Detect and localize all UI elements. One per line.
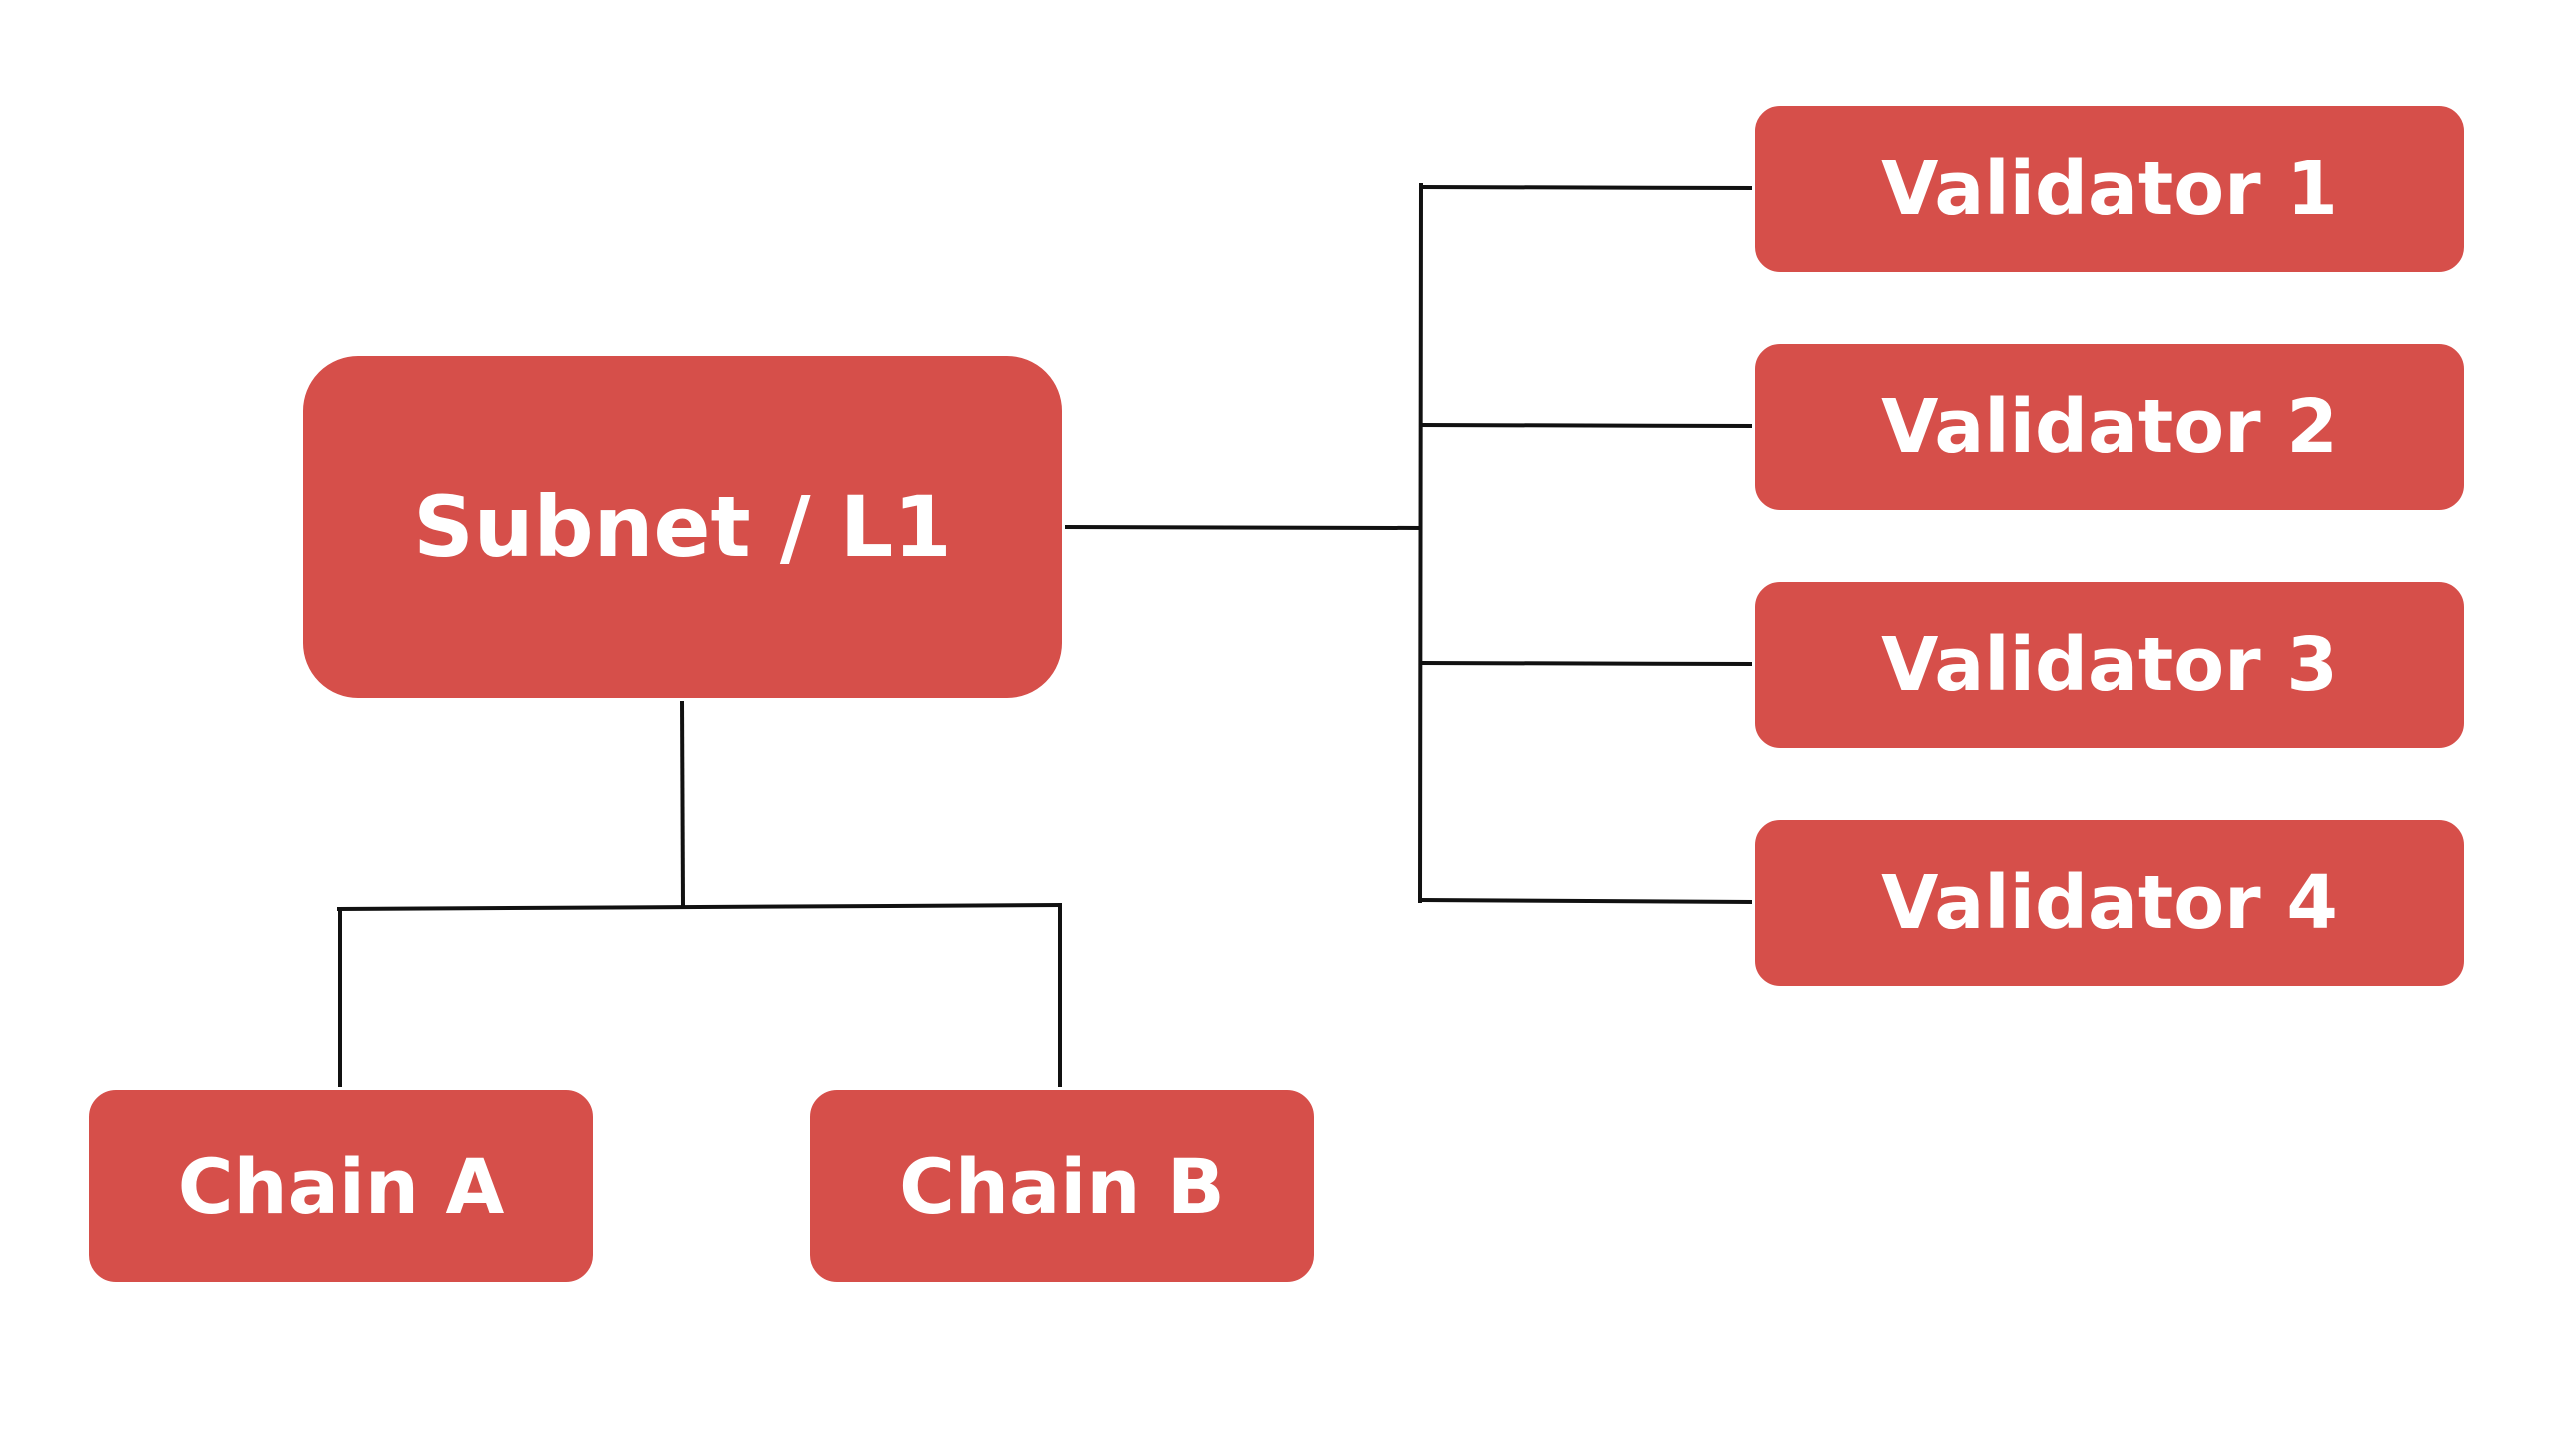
chain-a-node: Chain A	[86, 1087, 596, 1285]
validator-2-node: Validator 2	[1752, 341, 2467, 513]
validator-3-label: Validator 3	[1881, 622, 2338, 708]
validator-2-label: Validator 2	[1881, 384, 2338, 470]
validator-4-node: Validator 4	[1752, 817, 2467, 989]
connector-chain-bus	[336, 902, 1063, 912]
connector-validator-4	[1418, 897, 1755, 905]
subnet-l1-node: Subnet / L1	[300, 353, 1065, 701]
connector-validator-2	[1418, 422, 1755, 429]
validator-1-label: Validator 1	[1881, 146, 2338, 232]
connector-validator-1	[1418, 184, 1755, 191]
chain-b-node: Chain B	[807, 1087, 1317, 1285]
connector-root-to-validator-bus	[1062, 524, 1423, 531]
validator-4-label: Validator 4	[1881, 860, 2338, 946]
validator-1-node: Validator 1	[1752, 103, 2467, 275]
connector-validator-bus	[1417, 182, 1424, 904]
chain-a-label: Chain A	[177, 1141, 505, 1231]
chain-b-label: Chain B	[899, 1141, 1225, 1231]
connector-root-to-chain-bus	[679, 698, 686, 909]
subnet-l1-label: Subnet / L1	[413, 478, 952, 576]
validator-3-node: Validator 3	[1752, 579, 2467, 751]
connector-validator-3	[1418, 660, 1755, 667]
